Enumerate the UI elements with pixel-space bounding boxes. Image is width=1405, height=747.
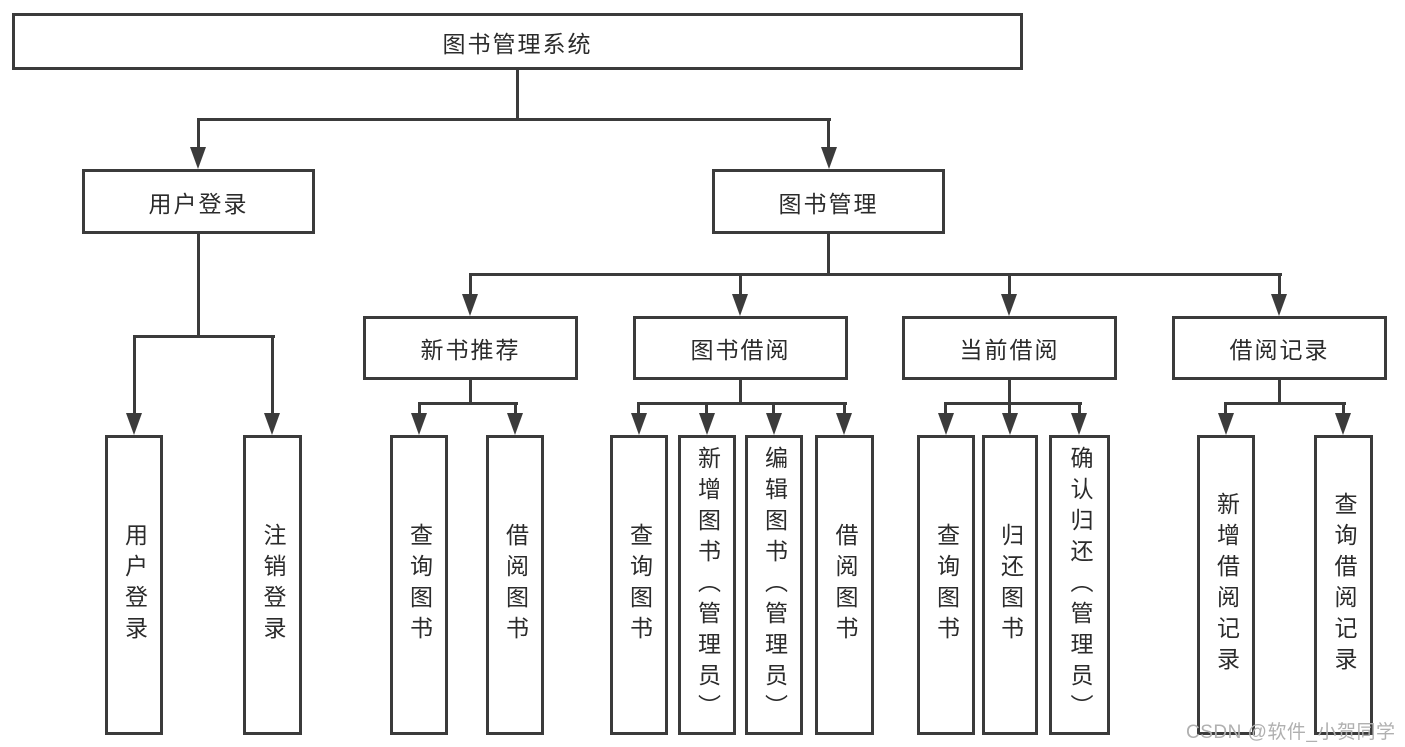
- leaf-query-borrow-record: 查询借阅记录: [1314, 435, 1373, 735]
- arrow-down: [462, 294, 478, 316]
- node-label: 用户登录: [148, 190, 249, 217]
- connector-stem-line: [516, 70, 519, 118]
- arrow-down: [766, 413, 782, 435]
- connector-branch-line: [469, 273, 1282, 276]
- leaf-add-borrow-record: 新增借阅记录: [1197, 435, 1255, 735]
- connector-stem-line: [1008, 273, 1011, 296]
- node-label: 图书管理: [778, 190, 879, 217]
- node-label: 确认归还（管理员）: [1067, 445, 1093, 725]
- connector-stem-line: [514, 402, 517, 415]
- connector-stem-line: [271, 335, 274, 415]
- connector-branch-line: [1224, 402, 1346, 405]
- watermark: CSDN @软件_小贺同学: [1186, 722, 1396, 743]
- connector-stem-line: [1278, 380, 1281, 402]
- node-label: 查询图书: [933, 523, 960, 647]
- node-book-management: 图书管理: [712, 169, 945, 234]
- connector-stem-line: [637, 402, 640, 415]
- node-label: 图书管理系统: [442, 30, 593, 57]
- connector-stem-line: [843, 402, 846, 415]
- node-label: 当前借阅: [959, 337, 1060, 363]
- arrow-down: [732, 294, 748, 316]
- connector-stem-line: [772, 402, 775, 415]
- node-book-borrowing: 图书借阅: [633, 316, 848, 380]
- arrow-down: [836, 413, 852, 435]
- node-label: 归还图书: [997, 523, 1024, 647]
- connector-stem-line: [418, 402, 421, 415]
- arrow-down: [1218, 413, 1234, 435]
- node-label: 查询借阅记录: [1331, 492, 1357, 678]
- node-label: 编辑图书（管理员）: [761, 445, 788, 725]
- node-label: 用户登录: [121, 523, 148, 647]
- connector-stem-line: [197, 234, 200, 335]
- arrow-down: [1002, 413, 1018, 435]
- connector-stem-line: [1342, 402, 1345, 415]
- arrow-down: [1071, 413, 1087, 435]
- arrow-down: [190, 147, 206, 169]
- connector-stem-line: [705, 402, 708, 415]
- connector-branch-line: [133, 335, 275, 338]
- node-borrowing-records: 借阅记录: [1172, 316, 1387, 380]
- arrow-down: [1335, 413, 1351, 435]
- arrow-down: [821, 147, 837, 169]
- node-label: 图书借阅: [690, 337, 791, 363]
- connector-stem-line: [827, 234, 830, 273]
- connector-branch-line: [197, 118, 831, 121]
- arrow-down: [699, 413, 715, 435]
- arrow-down: [1001, 294, 1017, 316]
- leaf-user-login: 用户登录: [105, 435, 163, 735]
- connector-stem-line: [1008, 402, 1011, 415]
- node-label: 借阅图书: [832, 523, 858, 647]
- leaf-query-books-current: 查询图书: [917, 435, 975, 735]
- connector-stem-line: [739, 380, 742, 402]
- connector-branch-line: [944, 402, 1082, 405]
- node-user-login: 用户登录: [82, 169, 315, 234]
- leaf-query-books-recommend: 查询图书: [390, 435, 448, 735]
- connector-stem-line: [197, 118, 200, 149]
- leaf-borrow-books: 借阅图书: [815, 435, 874, 735]
- node-label: 注销登录: [260, 523, 286, 647]
- leaf-add-books-admin: 新增图书（管理员）: [678, 435, 736, 735]
- node-label: 借阅图书: [502, 523, 529, 647]
- node-label: 借阅记录: [1229, 337, 1330, 363]
- connector-branch-line: [418, 402, 518, 405]
- arrow-down: [507, 413, 523, 435]
- node-library-management-system: 图书管理系统: [12, 13, 1023, 70]
- connector-stem-line: [1278, 273, 1281, 296]
- connector-stem-line: [739, 273, 742, 296]
- arrow-down: [126, 413, 142, 435]
- node-new-book-recommendation: 新书推荐: [363, 316, 578, 380]
- leaf-confirm-return-admin: 确认归还（管理员）: [1049, 435, 1110, 735]
- connector-stem-line: [1224, 402, 1227, 415]
- arrow-down: [631, 413, 647, 435]
- connector-stem-line: [469, 380, 472, 402]
- leaf-borrow-books-recommend: 借阅图书: [486, 435, 544, 735]
- arrow-down: [411, 413, 427, 435]
- connector-stem-line: [1008, 380, 1011, 402]
- connector-stem-line: [133, 335, 136, 415]
- node-label: 查询图书: [406, 523, 433, 647]
- arrow-down: [938, 413, 954, 435]
- leaf-query-books-borrowing: 查询图书: [610, 435, 668, 735]
- node-current-borrowing: 当前借阅: [902, 316, 1117, 380]
- arrow-down: [1271, 294, 1287, 316]
- leaf-edit-books-admin: 编辑图书（管理员）: [745, 435, 803, 735]
- connector-stem-line: [469, 273, 472, 296]
- connector-stem-line: [944, 402, 947, 415]
- node-label: 新增借阅记录: [1213, 492, 1240, 678]
- leaf-return-books: 归还图书: [982, 435, 1038, 735]
- connector-stem-line: [1078, 402, 1081, 415]
- node-label: 新增图书（管理员）: [694, 445, 721, 725]
- leaf-logout: 注销登录: [243, 435, 302, 735]
- connector-branch-line: [637, 402, 847, 405]
- connector-stem-line: [827, 118, 830, 149]
- node-label: 新书推荐: [420, 337, 521, 363]
- node-label: 查询图书: [626, 523, 653, 647]
- arrow-down: [264, 413, 280, 435]
